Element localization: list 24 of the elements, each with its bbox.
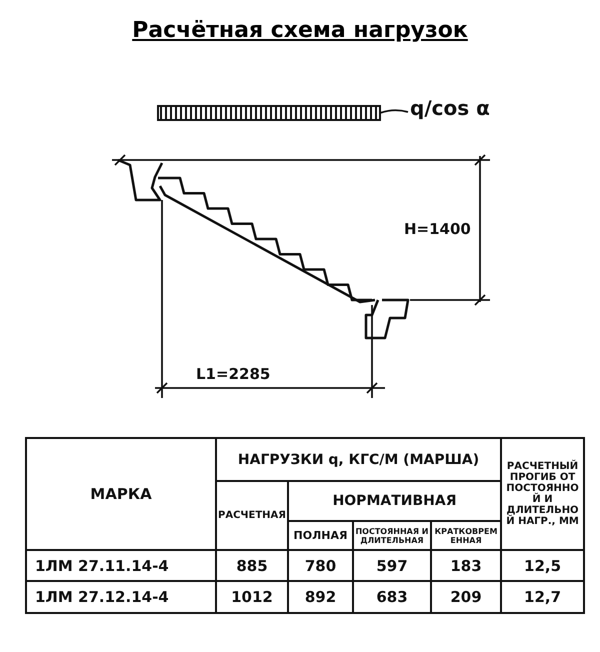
table-cell: РАСЧЕТНЫЙ ПРОГИБ ОТ ПОСТОЯННОЙ И ДЛИТЕЛЬНОЙ НАГР., ММ <box>501 438 584 550</box>
table-cell: 12,5 <box>501 550 584 581</box>
load-bar <box>157 105 381 121</box>
table-cell: 1ЛМ 27.12.14-4 <box>26 581 216 613</box>
table-cell: ПОСТОЯННАЯ И ДЛИТЕЛЬНАЯ <box>353 521 431 550</box>
title: Расчётная схема нагрузок <box>132 18 468 43</box>
table-cell: 597 <box>353 550 431 581</box>
table-cell: 780 <box>288 550 353 581</box>
table-cell: 892 <box>288 581 353 613</box>
load-formula: q/cos α <box>410 96 490 120</box>
table-cell: МАРКА <box>26 438 216 550</box>
table-cell: 1ЛМ 27.11.14-4 <box>26 550 216 581</box>
leader-line <box>380 109 408 114</box>
table-cell: 885 <box>216 550 288 581</box>
table-cell: 209 <box>431 581 502 613</box>
table-cell: 12,7 <box>501 581 584 613</box>
table-cell: ПОЛНАЯ <box>288 521 353 550</box>
table-cell: 1012 <box>216 581 288 613</box>
table-cell: 183 <box>431 550 502 581</box>
table-cell: РАСЧЕТНАЯ <box>216 481 288 550</box>
dimension-label: H=1400 <box>404 220 471 238</box>
dimension-label: L1=2285 <box>196 365 270 383</box>
table-cell: 683 <box>353 581 431 613</box>
table-cell: НАГРУЗКИ q, КГС/М (МАРША) <box>216 438 502 481</box>
